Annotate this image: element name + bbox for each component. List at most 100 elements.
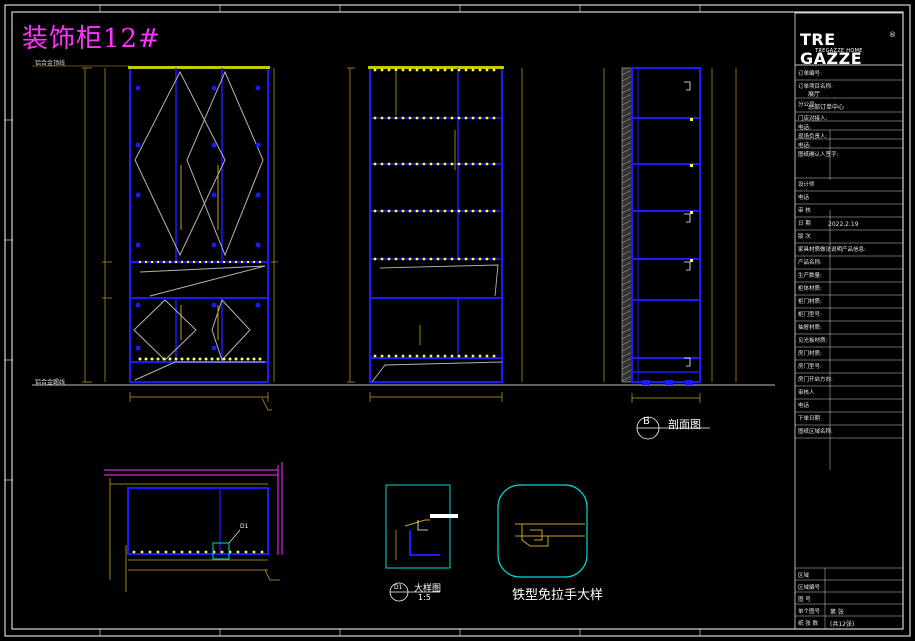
led-strip-dot: [422, 209, 426, 213]
led-strip-dot: [471, 116, 475, 120]
led-strip-dot: [436, 354, 440, 358]
section-callout: [636, 416, 710, 440]
wall-hatch: [621, 279, 633, 286]
led-strip-dot: [373, 354, 377, 358]
led-strip-dot: [471, 354, 475, 358]
led-strip-dot: [140, 550, 144, 554]
shelf-pin-dot: [211, 345, 217, 351]
led-strip-dot: [422, 116, 426, 120]
led-strip-dot: [436, 257, 440, 261]
led-strip-dot: [156, 550, 160, 554]
led-strip-dot: [394, 116, 398, 120]
led-strip-dot: [471, 162, 475, 166]
led-strip-dot: [198, 357, 202, 361]
shelf-pin-dot: [255, 302, 261, 308]
led-strip-dot: [415, 116, 419, 120]
led-strip-dot: [401, 68, 405, 72]
led-strip-dot: [164, 550, 168, 554]
wall-hatch: [621, 267, 633, 274]
detail-label: 大样图: [414, 584, 442, 594]
led-strip-dot: [408, 162, 412, 166]
led-strip-dot: [172, 550, 176, 554]
led-strip-dot: [422, 354, 426, 358]
wall-hatch: [621, 255, 633, 262]
title-block-value: 第 张: [830, 609, 844, 616]
led-strip-dot: [258, 260, 262, 264]
led-strip-dot: [450, 68, 454, 72]
led-strip-dot: [156, 357, 160, 361]
led-strip-dot: [252, 260, 256, 264]
led-strip-dot: [246, 357, 250, 361]
led-strip-dot: [168, 357, 172, 361]
led-strip-dot: [150, 260, 154, 264]
title-block-label: 版 次: [798, 234, 811, 240]
wall-hatch: [621, 309, 633, 316]
led-strip-dot: [162, 260, 166, 264]
title-block-label: 区域: [798, 573, 810, 579]
led-strip-dot: [457, 209, 461, 213]
title-block-value: 2022.2.19: [828, 221, 859, 228]
led-strip-dot: [450, 209, 454, 213]
shelf-pin-dot: [135, 192, 141, 198]
wall-hatch: [621, 189, 633, 196]
wall-hatch: [621, 141, 633, 148]
title-block-label: 门店对接人:: [798, 116, 828, 122]
note-top-trim: 铝合金顶线: [35, 60, 66, 67]
led-strip-dot: [478, 68, 482, 72]
title-block-label: 产品名称:: [798, 260, 822, 266]
wall-hatch: [621, 87, 633, 94]
led-strip-dot: [492, 116, 496, 120]
title-block-label: 图纸区域名称:: [798, 429, 833, 435]
wall-hatch: [621, 135, 633, 142]
led-strip-dot: [429, 354, 433, 358]
wall-hatch: [621, 231, 633, 238]
led-strip-dot: [450, 354, 454, 358]
led-strip-dot: [387, 68, 391, 72]
title-block-label: 单个图号: [798, 609, 821, 615]
led-strip-dot: [408, 257, 412, 261]
led-strip-dot: [394, 209, 398, 213]
led-strip-dot: [457, 68, 461, 72]
section-dimensions: [603, 68, 737, 403]
title-block-label: 电话:: [798, 143, 811, 149]
led-strip-dot: [380, 116, 384, 120]
wall-hatch: [621, 75, 633, 82]
led-strip-dot: [380, 257, 384, 261]
led-strip-dot: [443, 354, 447, 358]
title-block-label: 见光板材质:: [798, 338, 828, 344]
led-strip-dot: [401, 354, 405, 358]
led-strip-dot: [180, 260, 184, 264]
led-strip-dot: [156, 260, 160, 264]
led-strip-dot: [174, 357, 178, 361]
led-strip-dot: [387, 162, 391, 166]
led-strip-dot: [429, 116, 433, 120]
led-strip-dot: [478, 209, 482, 213]
title-block-value: 展厅: [808, 91, 821, 98]
shelf-clip: [684, 261, 691, 271]
led-strip-dot: [478, 162, 482, 166]
led-strip-dot: [429, 209, 433, 213]
led-strip-dot: [162, 357, 166, 361]
led-strip-dot: [387, 116, 391, 120]
led-strip-dot: [394, 354, 398, 358]
led-strip-dot: [216, 260, 220, 264]
title-block-value: 总部订单中心: [808, 104, 845, 111]
led-strip-dot: [387, 354, 391, 358]
led-strip-dot: [252, 357, 256, 361]
outer-frame: [4, 4, 911, 637]
wall-hatch: [621, 177, 633, 184]
title-block-label: 纸 张 数: [798, 621, 818, 627]
led-strip-dot: [464, 354, 468, 358]
title-block-label: 现场负责人:: [798, 134, 828, 140]
led-strip-dot: [464, 257, 468, 261]
led-strip-dot: [236, 550, 240, 554]
led-strip-dot: [132, 550, 136, 554]
led-strip-dot: [148, 550, 152, 554]
led-strip-dot: [196, 550, 200, 554]
drawing-title: 装饰柜12#: [22, 24, 161, 54]
led-strip-dot: [436, 162, 440, 166]
wall-hatch: [621, 69, 633, 76]
wall-hatch: [621, 375, 633, 382]
led-strip-dot: [408, 209, 412, 213]
wall-hatch: [621, 363, 633, 370]
